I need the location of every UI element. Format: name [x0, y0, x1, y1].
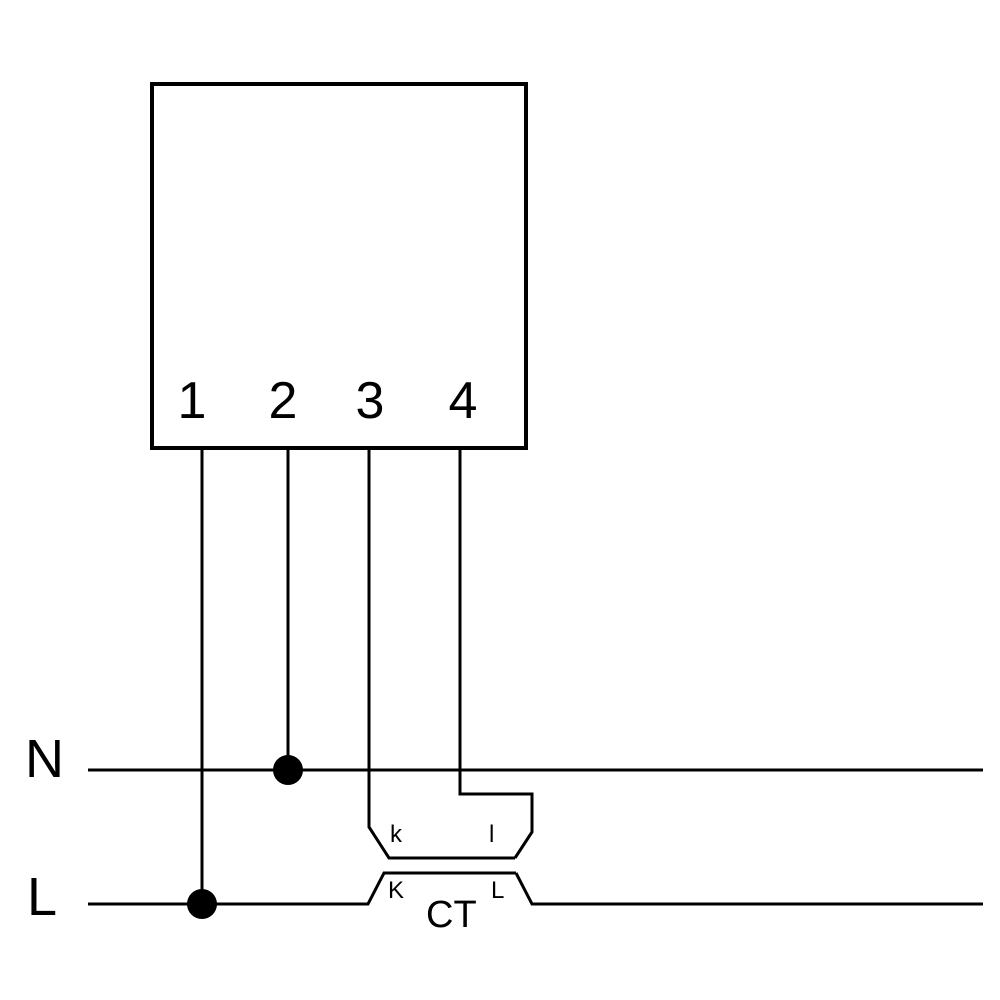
terminal-2-label: 2	[269, 372, 298, 430]
device-box	[150, 82, 528, 450]
live-line-right	[514, 872, 983, 906]
ct-primary-k-label: K	[388, 877, 404, 904]
wire-terminal-4	[458, 448, 534, 859]
junction-dot-live	[187, 889, 217, 919]
terminal-3-label: 3	[356, 372, 385, 430]
terminal-4-label: 4	[449, 372, 478, 430]
neutral-line-label: N	[25, 729, 64, 789]
ct-primary-l-label: L	[491, 877, 504, 904]
ct-label: CT	[426, 894, 477, 936]
ct-secondary-k-label: k	[390, 821, 403, 848]
terminal-1-label: 1	[178, 372, 207, 430]
live-line-left	[88, 871, 516, 906]
wire-terminal-3	[367, 448, 515, 860]
live-line-label: L	[27, 867, 57, 927]
ct-secondary-l-label: l	[489, 821, 494, 848]
junction-dot-neutral	[273, 755, 303, 785]
